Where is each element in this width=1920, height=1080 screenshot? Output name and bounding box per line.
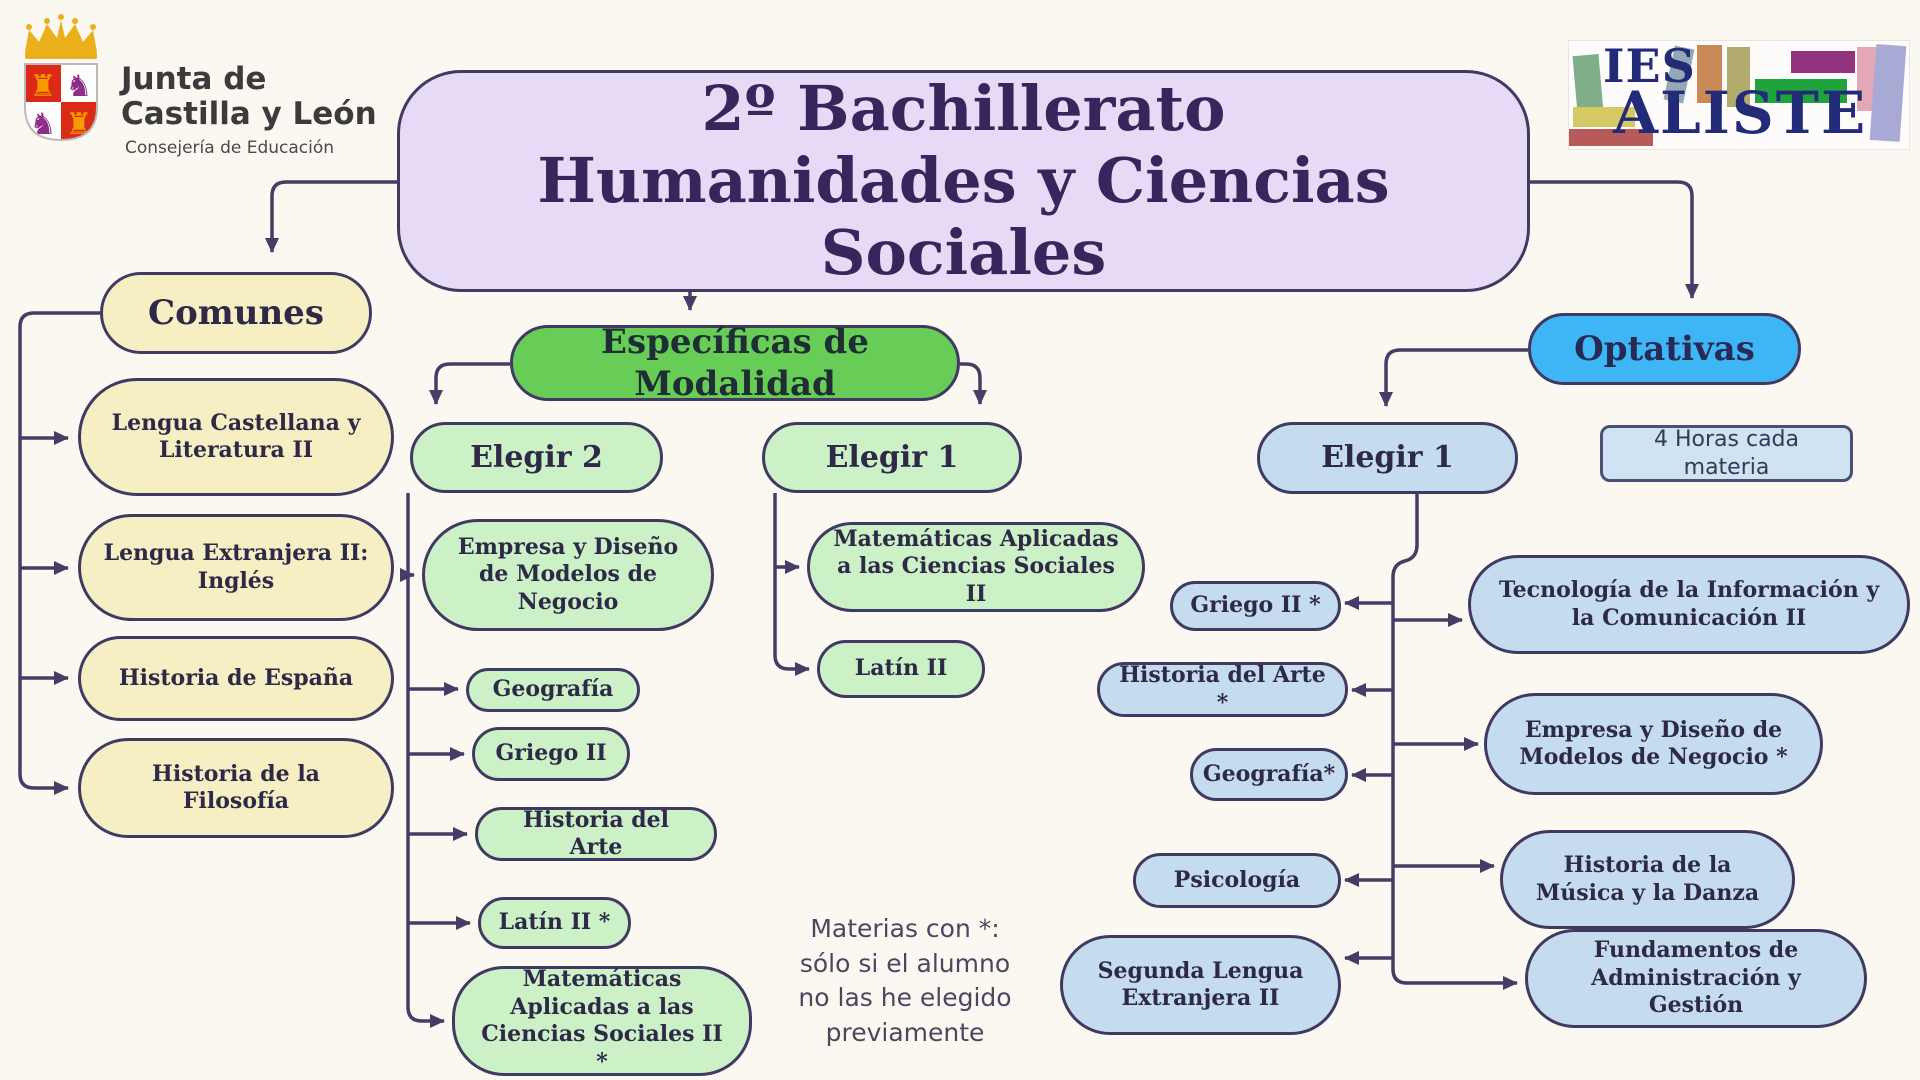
node-opt-tic: Tecnología de la Información y la Comuni…	[1468, 555, 1910, 654]
node-label: Latín II	[854, 655, 948, 682]
node-elegir2: Elegir 2	[410, 422, 663, 493]
node-geografia: Geografía	[466, 668, 640, 712]
junta-name-line2: Castilla y León	[121, 95, 377, 132]
junta-logo: ♜ ♞ ♞ ♜ Junta de Castilla y León Conseje…	[15, 12, 377, 158]
node-matematicas-ccss: Matemáticas Aplicadas a las Ciencias Soc…	[807, 522, 1145, 612]
node-label: Tecnología de la Información y la Comuni…	[1498, 577, 1880, 631]
node-label: Geografía*	[1202, 760, 1336, 787]
node-label: Segunda Lengua Extranjera II	[1097, 957, 1304, 1012]
node-label: Historia del Arte	[523, 806, 669, 861]
node-opt-historia-arte: Historia del Arte *	[1097, 662, 1348, 717]
node-optativas: Optativas	[1528, 313, 1801, 385]
node-label: Historia del Arte *	[1119, 662, 1326, 716]
footnote-line-2: sólo si el alumno	[799, 948, 1011, 978]
junta-name-line1: Junta de	[121, 61, 267, 97]
title-line-1: 2º Bachillerato	[701, 72, 1226, 146]
title-line-3: Sociales	[820, 215, 1107, 289]
node-label: Historia de España	[118, 664, 354, 691]
horas-note-label: 4 Horas cada materia	[1654, 427, 1799, 480]
node-especificas-modalidad: Específicas de Modalidad	[510, 322, 960, 404]
node-label: Elegir 2	[470, 439, 603, 475]
svg-text:♞: ♞	[66, 69, 93, 104]
node-label: Elegir 1	[825, 439, 959, 475]
node-elegir1-optativas: Elegir 1	[1257, 422, 1518, 494]
node-opt-fundamentos: Fundamentos de Administración y Gestión	[1525, 929, 1867, 1028]
node-label: Lengua Castellana y Literatura II	[111, 409, 361, 464]
node-opt-historia-musica: Historia de la Música y la Danza	[1500, 830, 1795, 929]
junta-logo-text: Junta de Castilla y León Consejería de E…	[121, 12, 377, 159]
connector-title-comunes	[265, 180, 397, 253]
node-label: Historia de la Música y la Danza	[1535, 852, 1760, 906]
node-lengua-castellana: Lengua Castellana y Literatura II	[78, 378, 394, 496]
node-griego2: Griego II	[472, 727, 630, 781]
footnote-line-1: Materias con *:	[810, 914, 1000, 943]
connector-optrail	[1391, 494, 1518, 990]
node-label: Específicas de Modalidad	[601, 321, 869, 405]
node-latin2-asterisco: Latín II *	[478, 897, 631, 949]
node-opt-psicologia: Psicología	[1133, 853, 1341, 908]
ies-logo-text-top: IES	[1603, 40, 1696, 93]
connector-title-optativas	[1530, 180, 1699, 299]
node-latin2: Latín II	[817, 640, 985, 698]
connector-especificas-elegir1	[960, 362, 987, 405]
junta-subtitle: Consejería de Educación	[125, 138, 335, 159]
footnote-line-3: no las he elegido	[798, 983, 1012, 1012]
svg-text:♜: ♜	[30, 69, 57, 104]
node-comunes: Comunes	[100, 272, 372, 354]
node-label: Matemáticas Aplicadas a las Ciencias Soc…	[481, 966, 723, 1075]
node-opt-griego2: Griego II *	[1170, 581, 1341, 631]
node-label: Elegir 1	[1321, 440, 1454, 476]
node-label: Griego II *	[1190, 592, 1321, 619]
node-historia-espana: Historia de España	[78, 636, 394, 721]
ies-aliste-logo: IES ALISTE	[1568, 40, 1910, 150]
node-label: Empresa y Diseño de Modelos de Negocio	[457, 533, 679, 615]
node-label: Historia de la Filosofía	[152, 760, 320, 815]
node-label: Psicología	[1173, 866, 1301, 893]
node-historia-filosofia: Historia de la Filosofía	[78, 738, 394, 838]
node-label: Lengua Extranjera II: Inglés	[103, 540, 369, 594]
ies-logo-text-bottom: ALISTE	[1613, 79, 1868, 147]
node-label: Griego II	[495, 740, 607, 767]
node-matematicas-ccss-asterisco: Matemáticas Aplicadas a las Ciencias Soc…	[452, 966, 752, 1076]
horas-note: 4 Horas cada materia	[1600, 425, 1853, 482]
connector-especificas-elegir2	[429, 362, 510, 405]
diagram-title: 2º Bachillerato Humanidades y Ciencias S…	[397, 70, 1530, 292]
connector-optativas-elegir1	[1379, 348, 1528, 407]
title-line-2: Humanidades y Ciencias	[537, 144, 1390, 218]
node-label: Matemáticas Aplicadas a las Ciencias Soc…	[833, 525, 1119, 607]
node-historia-arte: Historia del Arte	[475, 807, 717, 861]
node-opt-geografia: Geografía*	[1190, 748, 1348, 801]
node-label: Latín II *	[498, 909, 611, 936]
connector-comunes-rail	[18, 311, 100, 795]
footnote-line-4: previamente	[825, 1017, 985, 1047]
node-label: Geografía	[492, 676, 614, 703]
node-empresa-diseno: Empresa y Diseño de Modelos de Negocio	[422, 519, 714, 631]
junta-crest-icon: ♜ ♞ ♞ ♜	[15, 12, 107, 158]
node-comunes-label: Comunes	[148, 292, 324, 333]
node-elegir1-modalidad: Elegir 1	[762, 422, 1022, 493]
connector-elegir2-rail	[406, 493, 445, 1028]
node-label: Empresa y Diseño de Modelos de Negocio *	[1519, 716, 1788, 771]
connector-elegir1mid-rail	[773, 493, 810, 676]
node-opt-empresa: Empresa y Diseño de Modelos de Negocio *	[1484, 693, 1823, 795]
node-label: Optativas	[1574, 328, 1755, 369]
node-label: Fundamentos de Administración y Gestión	[1591, 937, 1801, 1019]
node-opt-segunda-lengua: Segunda Lengua Extranjera II	[1060, 935, 1341, 1035]
node-lengua-extranjera: Lengua Extranjera II: Inglés	[78, 514, 394, 621]
asterisk-footnote: Materias con *: sólo si el alumno no las…	[765, 912, 1045, 1050]
